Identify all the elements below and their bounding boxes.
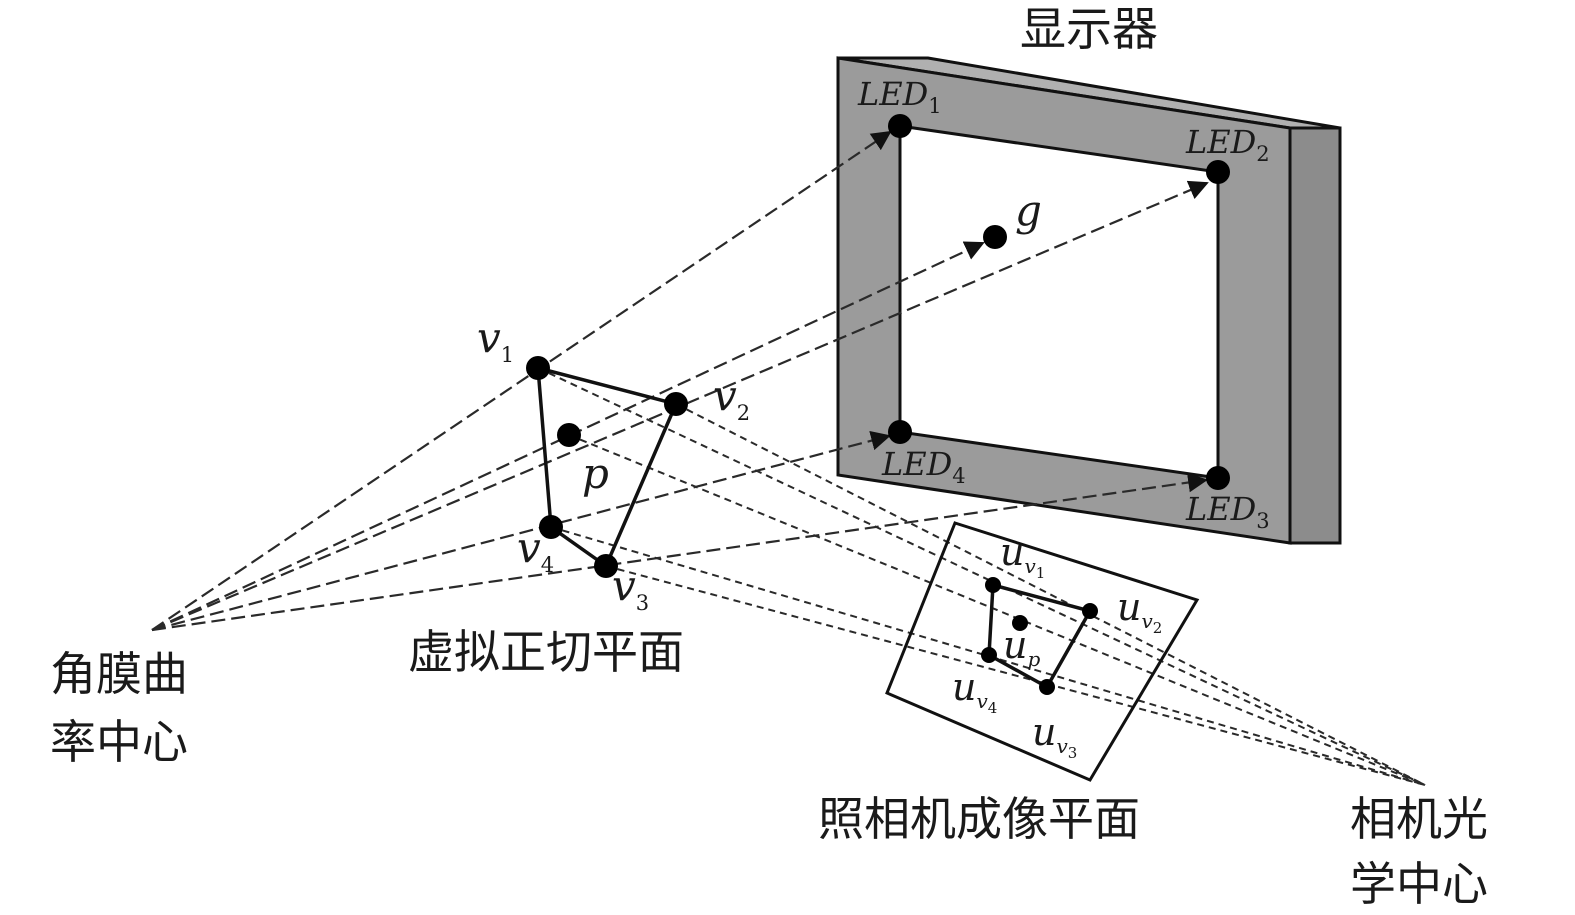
label-g: g xyxy=(1015,186,1042,235)
point-led2 xyxy=(1206,160,1230,184)
ray-p-camera xyxy=(568,434,1426,786)
label-v3: v3 xyxy=(612,561,649,615)
point-up xyxy=(1012,615,1028,631)
caption-camera-center-line1: 相机光 xyxy=(1350,792,1488,846)
label-v2: v2 xyxy=(713,371,750,425)
ray-led1 xyxy=(151,130,892,631)
label-uv1: uv1 xyxy=(1000,530,1045,582)
screen-points xyxy=(888,114,1230,490)
point-g xyxy=(983,225,1007,249)
point-uv2 xyxy=(1082,603,1098,619)
label-led3: LED3 xyxy=(1185,490,1270,533)
caption-cornea-line2: 率中心 xyxy=(50,715,188,769)
monitor xyxy=(836,56,1342,545)
monitor-side-face xyxy=(1288,126,1342,545)
label-v4: v4 xyxy=(517,523,554,577)
ray-gaze xyxy=(151,241,985,631)
point-v2 xyxy=(664,392,688,416)
ray-v4-camera xyxy=(550,526,1426,786)
point-led3 xyxy=(1206,466,1230,490)
label-uv4: uv4 xyxy=(952,665,997,717)
point-led1 xyxy=(888,114,912,138)
caption-virtual-plane: 虚拟正切平面 xyxy=(408,625,684,679)
label-led4: LED4 xyxy=(881,445,966,488)
caption-camera-plane: 照相机成像平面 xyxy=(818,792,1140,846)
label-uv2: uv2 xyxy=(1117,585,1162,637)
point-v3 xyxy=(594,554,618,578)
point-uv3 xyxy=(1039,679,1055,695)
ray-led3 xyxy=(151,472,1208,632)
virtual-tangent-plane xyxy=(526,356,688,578)
point-v4 xyxy=(539,515,563,539)
caption-cornea-line1: 角膜曲 xyxy=(50,647,188,701)
ray-v3-camera xyxy=(605,565,1426,786)
ray-led4 xyxy=(151,430,891,632)
label-p: p xyxy=(582,449,609,498)
image-plane-frame xyxy=(885,521,1200,782)
math-labels: LED1 LED2 LED3 LED4 g v1 v2 v3 v4 p uv1 … xyxy=(477,75,1270,762)
ray-v1-camera xyxy=(537,367,1426,786)
label-led1: LED1 xyxy=(857,75,942,118)
label-up: up xyxy=(1003,623,1040,671)
point-uv4 xyxy=(981,647,997,663)
point-uv1 xyxy=(985,577,1001,593)
point-v1 xyxy=(526,356,550,380)
camera-image-plane xyxy=(885,521,1200,782)
caption-camera-center-line2: 学中心 xyxy=(1350,857,1488,911)
label-led2: LED2 xyxy=(1185,123,1270,166)
cornea-projection-lines xyxy=(151,130,1209,632)
point-p xyxy=(557,423,581,447)
label-uv3: uv3 xyxy=(1032,710,1077,762)
label-v1: v1 xyxy=(477,313,514,367)
captions: 显示器 角膜曲 率中心 虚拟正切平面 照相机成像平面 相机光 学中心 xyxy=(50,2,1488,911)
point-led4 xyxy=(888,420,912,444)
caption-display: 显示器 xyxy=(1020,2,1158,56)
ray-v2-camera xyxy=(675,403,1426,786)
camera-projection-lines xyxy=(537,367,1426,786)
